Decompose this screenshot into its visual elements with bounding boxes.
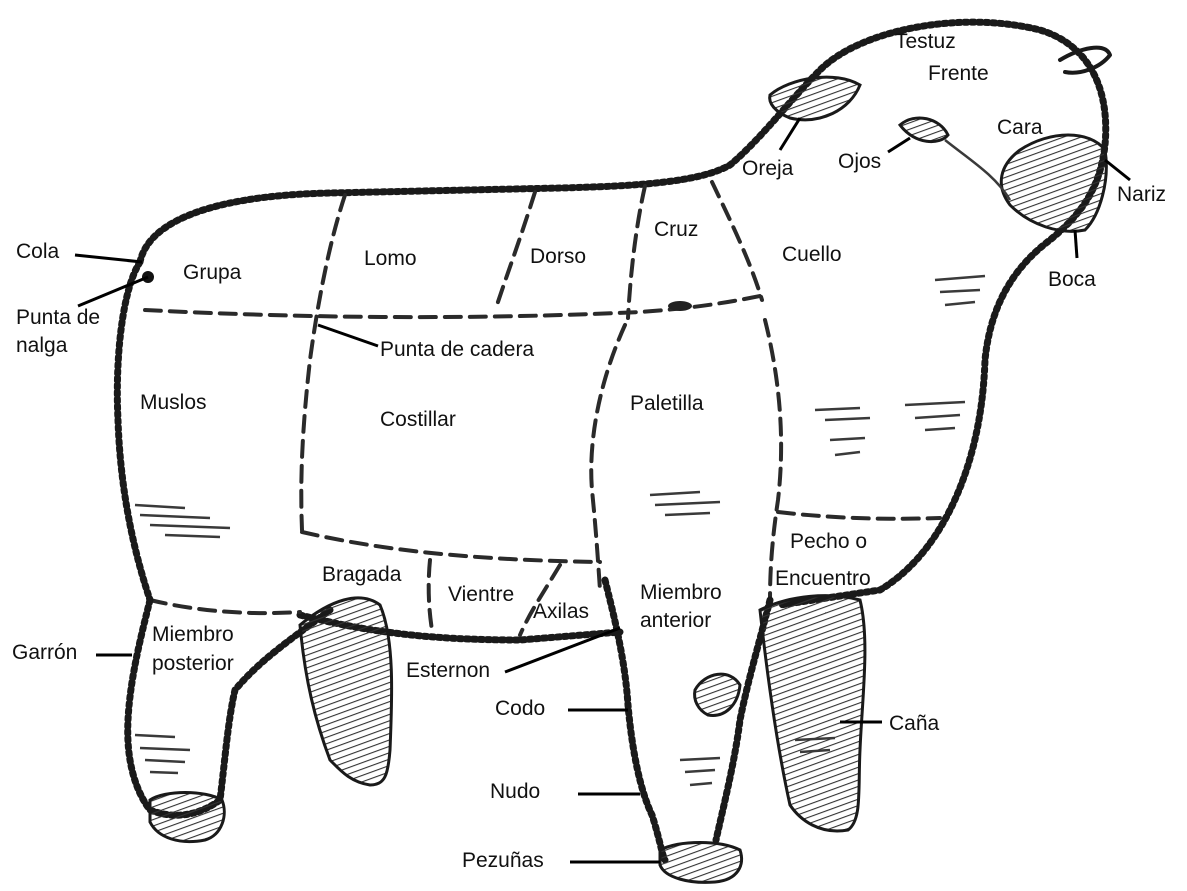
- leader-lines: [75, 118, 1130, 862]
- face-line: [945, 140, 1010, 200]
- line-paletilla-left: [591, 325, 625, 590]
- label-bragada: Bragada: [322, 563, 401, 587]
- label-vientre: Vientre: [448, 583, 514, 607]
- label-oreja: Oreja: [742, 157, 793, 181]
- label-frente: Frente: [928, 62, 989, 86]
- label-miembro-posterior-line1: Miembro: [152, 623, 234, 647]
- label-cara: Cara: [997, 116, 1043, 140]
- rear-leg-back: [300, 598, 392, 785]
- line-muslos: [150, 600, 300, 613]
- line-belly-top: [302, 532, 600, 562]
- ear-left: [770, 77, 860, 120]
- label-cuello: Cuello: [782, 243, 842, 267]
- line-lomo-costillar: [301, 195, 345, 530]
- label-axilas: Axilas: [533, 600, 589, 624]
- label-lomo: Lomo: [364, 247, 417, 271]
- label-miembro-anterior-line2: anterior: [640, 609, 711, 633]
- label-pecho-line2: Encuentro: [775, 567, 871, 591]
- label-pezunas: Pezuñas: [462, 849, 544, 873]
- label-nudo: Nudo: [490, 780, 540, 804]
- rear-hoof: [150, 793, 224, 842]
- label-pecho-line1: Pecho o: [790, 530, 867, 554]
- cruz-mark: [668, 301, 692, 311]
- label-testuz: Testuz: [895, 30, 956, 54]
- label-esternon: Esternon: [406, 659, 490, 683]
- line-cruz-right: [712, 182, 762, 300]
- nose-hatching: [1001, 135, 1106, 231]
- label-cana: Caña: [889, 712, 939, 736]
- label-grupa: Grupa: [183, 261, 241, 285]
- elbow-tuft: [695, 674, 740, 715]
- label-boca: Boca: [1048, 268, 1096, 292]
- label-punta-de-cadera: Punta de cadera: [380, 338, 534, 362]
- label-ojos: Ojos: [838, 150, 881, 174]
- label-dorso: Dorso: [530, 245, 586, 269]
- label-nariz: Nariz: [1117, 183, 1166, 207]
- label-miembro-anterior-line1: Miembro: [640, 581, 722, 605]
- label-punta-de-nalga-line1: Punta de: [16, 306, 100, 330]
- label-paletilla: Paletilla: [630, 392, 704, 416]
- line-vientre-left: [429, 560, 432, 630]
- front-hoof: [660, 843, 742, 883]
- line-cruz-left: [628, 186, 645, 318]
- label-punta-de-nalga-line2: nalga: [16, 334, 67, 358]
- label-miembro-posterior-line2: posterior: [152, 652, 234, 676]
- line-pecho: [778, 512, 940, 519]
- line-back-horizontal: [145, 296, 760, 317]
- label-cruz: Cruz: [654, 218, 698, 242]
- line-paletilla-right: [765, 320, 781, 600]
- label-garron: Garrón: [12, 641, 77, 665]
- label-codo: Codo: [495, 697, 545, 721]
- label-cola: Cola: [16, 240, 59, 264]
- label-costillar: Costillar: [380, 408, 456, 432]
- front-leg-back: [760, 596, 865, 831]
- label-muslos: Muslos: [140, 391, 207, 415]
